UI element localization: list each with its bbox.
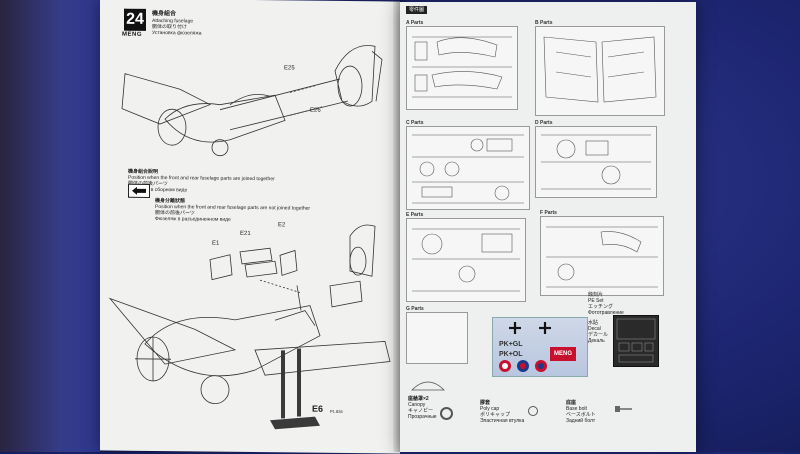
meng-logo-badge: MENG xyxy=(550,347,576,361)
aircraft-drawing-bottom xyxy=(105,278,395,431)
svg-text:PK+GL: PK+GL xyxy=(499,341,523,348)
poly-cap-icon xyxy=(528,406,538,416)
pe-label-ru: Фототравление xyxy=(588,310,624,316)
sprue-d xyxy=(535,126,657,198)
sprue-g xyxy=(406,312,468,364)
part-label-e26: E26 xyxy=(310,108,321,114)
step-title-cn: 機身組合 xyxy=(152,11,176,17)
step-number: 24 xyxy=(124,9,146,31)
sprue-a xyxy=(406,26,518,110)
canopy-part-icon xyxy=(408,374,448,394)
sprue-f xyxy=(540,216,664,296)
sprue-e xyxy=(406,218,526,302)
base-label-ru: Задний болт xyxy=(566,418,595,424)
parts-header-tag: 零件圖 xyxy=(406,6,427,14)
background-fabric xyxy=(0,0,100,452)
decal-label-ru: Декаль xyxy=(588,338,605,344)
part-label-e25: E25 xyxy=(284,65,295,71)
part-label-e6: E6 xyxy=(312,406,323,412)
part-ref-e6: P1.836 xyxy=(330,409,343,415)
left-arrow-icon xyxy=(128,184,150,198)
aircraft-drawing-top xyxy=(110,29,390,172)
svg-text:PK+OL: PK+OL xyxy=(499,351,523,358)
photo-etch-sheet xyxy=(613,315,659,367)
canopy-label-ru: Прозрачные xyxy=(408,414,437,420)
instruction-page-left: 24 MENG 機身組合 Attaching fuselage 胴体の取り付け … xyxy=(100,0,400,454)
part-label-e21: E21 xyxy=(240,231,251,237)
bolt-icon xyxy=(614,404,634,414)
part-label-e1: E1 xyxy=(212,241,219,247)
part-label-e2: E2 xyxy=(278,222,285,228)
sprue-b xyxy=(535,26,665,116)
sprue-c xyxy=(406,126,530,210)
instruction-page-right: 零件圖 A Parts B Parts C Parts D Parts E Pa… xyxy=(400,2,696,452)
poly-label-ru: Эластичная втулка xyxy=(480,418,524,424)
ring-icon xyxy=(440,407,453,420)
